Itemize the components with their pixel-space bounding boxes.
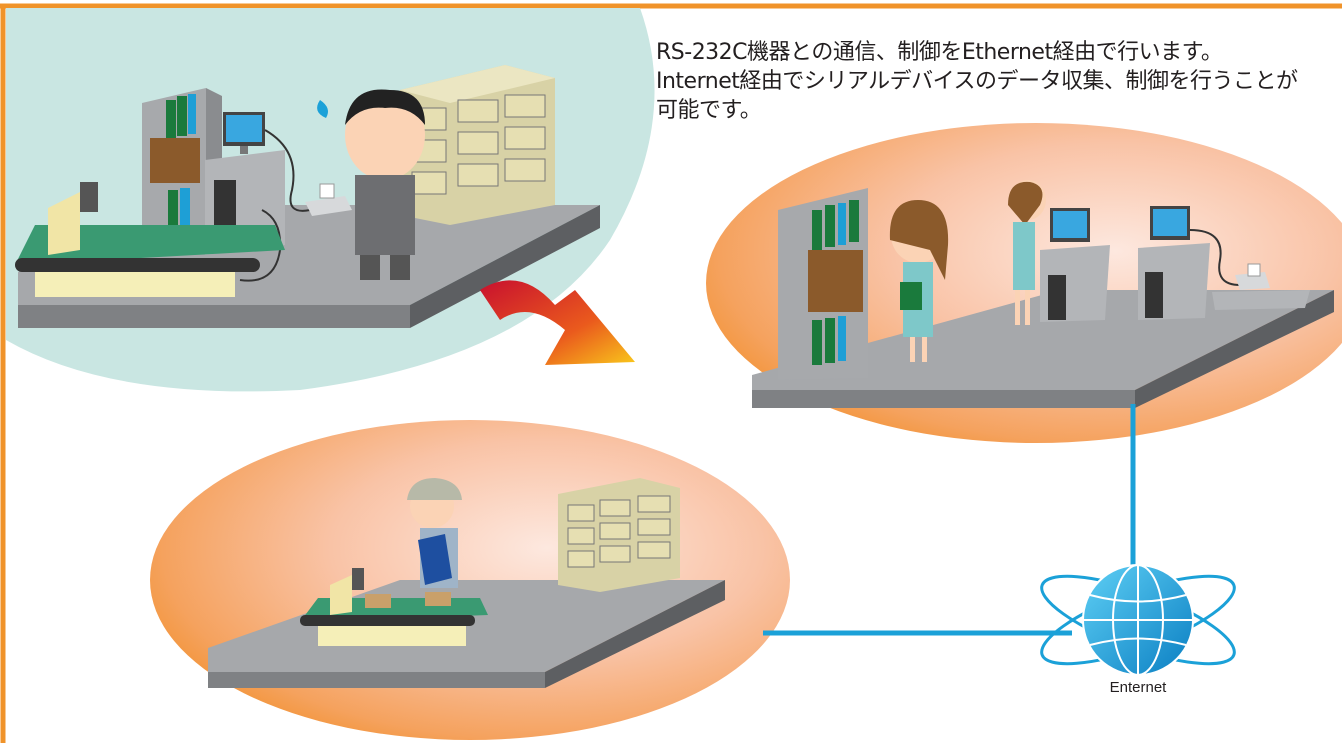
description-line-2: Internet経由でシリアルデバイスのデータ収集、制御を行うことが <box>656 69 1298 94</box>
internet-label: Enternet <box>1109 679 1167 696</box>
page-frame <box>0 3 1342 743</box>
description-line-3: 可能です。 <box>656 98 762 123</box>
woman-with-book <box>889 200 949 362</box>
conveyor-icon <box>15 182 285 297</box>
printer-icon <box>305 183 352 216</box>
conveyor-icon <box>300 568 488 646</box>
cabinet-icon <box>558 478 680 592</box>
woman-at-computer <box>1008 180 1046 325</box>
bookshelf <box>778 188 868 380</box>
computer-icon <box>1040 208 1110 322</box>
cabinet-icon <box>400 65 555 225</box>
computer-icon <box>1138 206 1210 320</box>
office-scene <box>706 123 1342 443</box>
globe-icon <box>1040 564 1236 676</box>
worried-man <box>317 89 425 280</box>
factory-scene <box>150 420 790 740</box>
description-line-1: RS-232C機器との通信、制御をEthernet経由で行います。 <box>656 40 1223 65</box>
trouble-scene <box>6 8 655 392</box>
arrow-icon <box>480 280 635 365</box>
description-text: RS-232C機器との通信、制御をEthernet経由で行います。 Intern… <box>656 38 1342 125</box>
factory-worker <box>407 478 462 588</box>
printer-icon <box>1212 263 1310 310</box>
